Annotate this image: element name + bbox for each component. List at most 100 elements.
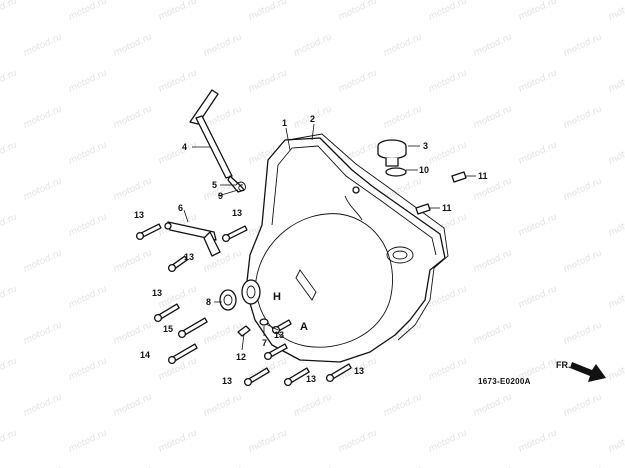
front-arrow: FR. [556,360,606,382]
bolt-head [153,313,163,323]
callout-5: 5 [212,180,217,190]
callout-15: 15 [163,324,173,334]
watermark-text: motod.ru [472,320,514,347]
callout-4: 4 [182,142,187,152]
watermark-text: motod.ru [247,428,289,455]
diagram-code: 1673-E0200A [478,377,531,386]
watermark-text: motod.ru [517,68,559,95]
watermark-text: motod.ru [607,212,625,239]
watermark-text: motod.ru [112,320,154,347]
watermark-text: motod.ru [202,320,244,347]
watermark-text: motod.ru [112,464,154,468]
callout-13e: 13 [274,330,284,340]
watermark-text: motod.ru [607,284,625,311]
dowel-pin [415,203,431,215]
lifter-arm [164,221,221,257]
dowel-pin [451,171,467,183]
spring-clip [235,181,246,192]
watermark-text: motod.ru [22,320,64,347]
watermark-text: motod.ru [427,68,469,95]
watermark-text: motod.ru [517,284,559,311]
watermark-text: motod.ru [67,0,109,23]
watermark-text: motod.ru [607,140,625,167]
watermark-text: motod.ru [157,356,199,383]
watermark-text: motod.ru [472,464,514,468]
bolt-group [135,223,352,387]
clutch-lever [189,89,245,193]
bolt-head [263,351,273,361]
flange-bolt [237,325,251,337]
callout-12: 12 [236,352,246,362]
watermark-text: motod.ru [67,68,109,95]
watermark-text: motod.ru [562,320,604,347]
watermark-text: motod.ru [292,32,334,59]
watermark-text: motod.ru [0,140,19,167]
callout-11a: 11 [478,171,488,181]
watermark-text: motod.ru [427,140,469,167]
watermark-text: motod.ru [382,392,424,419]
watermark-text: motod.ru [607,68,625,95]
watermark-text: motod.ru [22,32,64,59]
watermark-text: motod.ru [562,104,604,131]
brand-mark: A [300,321,308,333]
watermark-text: motod.ru [382,32,424,59]
callout-7: 7 [262,338,267,348]
watermark-text: motod.ru [562,248,604,275]
watermark-text: motod.ru [472,392,514,419]
callout-13c: 13 [184,252,194,262]
watermark-text: motod.ru [427,284,469,311]
oil-filler-cap [377,139,407,167]
callout-13b: 13 [232,208,242,218]
watermark-text: motod.ru [0,0,19,23]
watermark-text: motod.ru [292,464,334,468]
front-arrow-label: FR. [556,360,571,370]
watermark-text: motod.ru [22,104,64,131]
watermark-text: motod.ru [472,32,514,59]
watermark-text: motod.ru [157,0,199,23]
watermark-text: motod.ru [607,356,625,383]
callout-2: 2 [310,114,315,124]
watermark-text: motod.ru [607,428,625,455]
watermark-text: motod.ru [472,248,514,275]
watermark-text: motod.ru [517,428,559,455]
watermark-text: motod.ru [0,284,19,311]
crankcase-cover: H A [241,137,446,363]
watermark-text: motod.ru [22,248,64,275]
callout-13g: 13 [306,374,316,384]
watermark-text: motod.ru [382,104,424,131]
bolt-head [167,263,177,273]
callout-13a: 13 [134,210,144,220]
watermark-text: motod.ru [202,392,244,419]
watermark-text: motod.ru [112,392,154,419]
watermark-text: motod.ru [22,392,64,419]
watermark-text: motod.ru [112,32,154,59]
watermark-text: motod.ru [67,284,109,311]
callout-11b: 11 [442,203,452,213]
callout-9: 9 [218,191,223,201]
watermark-text: motod.ru [22,176,64,203]
watermark-text: motod.ru [112,176,154,203]
watermark-text: motod.ru [517,140,559,167]
watermark-text: motod.ru [337,0,379,23]
watermark-text: motod.ru [337,68,379,95]
callout-labels: 1 2 3 4 5 6 7 8 9 10 11 11 12 13 13 13 1… [134,114,488,386]
watermark-text: motod.ru [382,464,424,468]
watermark-text: motod.ru [67,356,109,383]
gasket [287,133,449,341]
callout-14: 14 [140,350,150,360]
watermark-text: motod.ru [292,392,334,419]
oil-seal [219,289,237,311]
watermark-text: motod.ru [202,248,244,275]
watermark-text: motod.ru [247,0,289,23]
bolt-head [325,373,335,383]
watermark-text: motod.ru [337,428,379,455]
sealing-washer [259,318,269,326]
watermark-text: motod.ru [202,32,244,59]
bolt-head [243,377,253,387]
watermark-text: motod.ru [0,428,19,455]
watermark-text: motod.ru [517,212,559,239]
watermark-text: motod.ru [67,212,109,239]
watermark-text: motod.ru [427,0,469,23]
watermark-text: motod.ru [607,0,625,23]
